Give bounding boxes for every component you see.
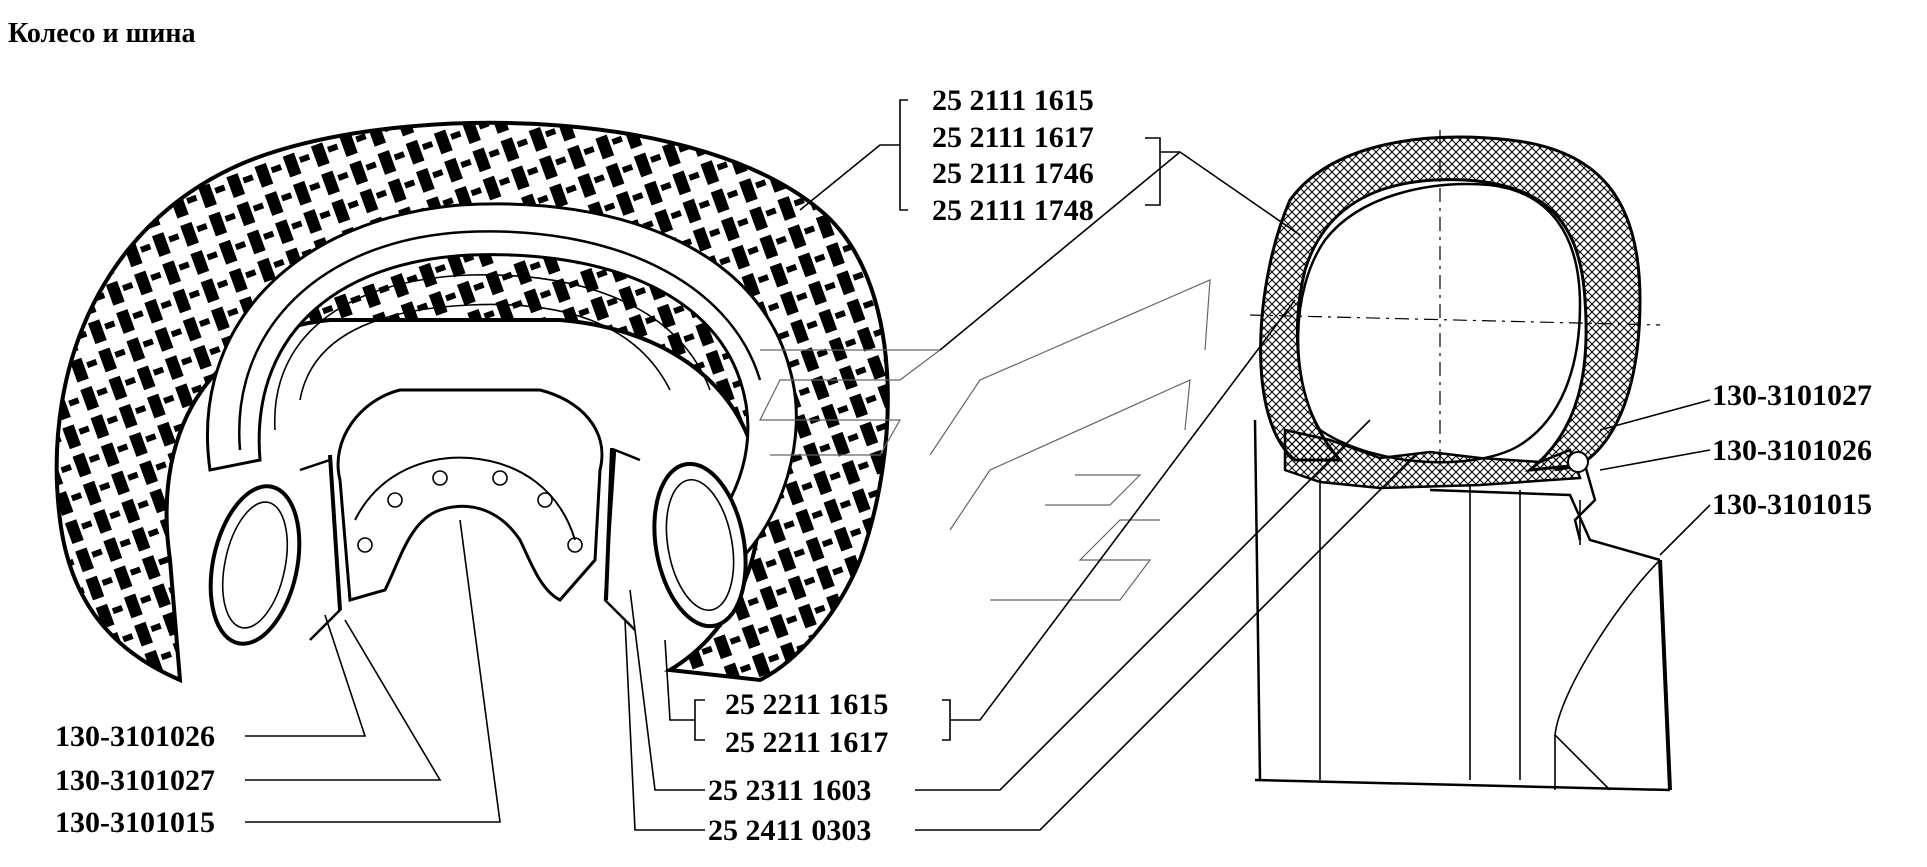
tube-section-left	[208, 484, 302, 646]
label-flap: 25 2311 1603	[708, 774, 871, 807]
label-right-2: 130-3101026	[1712, 434, 1872, 467]
part-labels: 25 2111 1615 25 2111 1617 25 2111 1746 2…	[55, 84, 1872, 847]
label-valve: 25 2411 0303	[708, 814, 871, 847]
label-right-1: 130-3101027	[1712, 379, 1872, 412]
label-tube-2: 25 2211 1617	[725, 726, 888, 759]
label-left-2: 130-3101027	[55, 764, 215, 797]
inner-tube	[1296, 182, 1582, 464]
cutaway-tire-illustration	[54, 120, 890, 684]
wheel-rim	[1253, 419, 1262, 781]
label-tire-top-1: 25 2111 1615	[932, 84, 1094, 117]
wheel-disc	[336, 388, 604, 602]
label-tube-1: 25 2211 1615	[725, 688, 888, 721]
tube-section-right	[652, 461, 748, 629]
leader-lines	[245, 99, 1711, 831]
rim-profile-sketch	[759, 279, 1211, 601]
label-tire-top-4: 25 2111 1748	[932, 194, 1094, 227]
label-tire-top-2: 25 2111 1617	[932, 121, 1094, 154]
page-title: Колесо и шина	[8, 18, 196, 49]
label-tire-top-3: 25 2111 1746	[932, 157, 1094, 190]
bolt-holes	[357, 470, 583, 553]
label-right-3: 130-3101015	[1712, 488, 1872, 521]
label-left-3: 130-3101015	[55, 806, 215, 839]
label-left-1: 130-3101026	[55, 720, 215, 753]
tire-cross-section	[1249, 130, 1672, 792]
